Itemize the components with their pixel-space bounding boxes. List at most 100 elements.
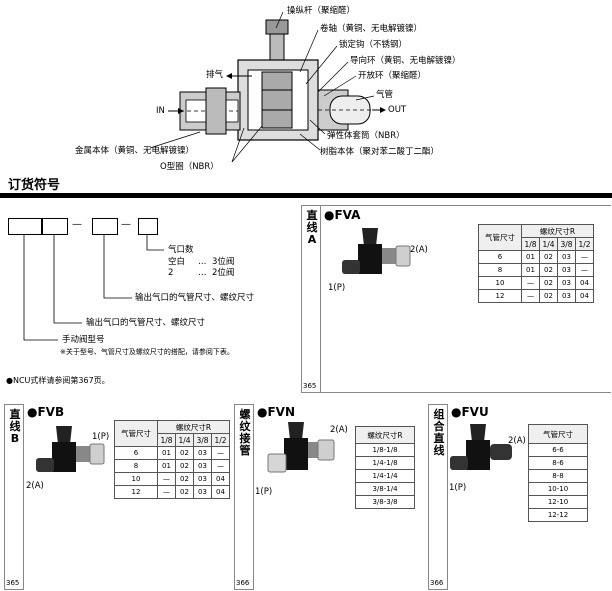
fvb-col-tube: 气管尺寸 — [114, 420, 158, 447]
cell: — — [521, 289, 540, 303]
fvb-title: ●FVB — [27, 405, 65, 419]
fva-col-tube: 气管尺寸 — [478, 224, 522, 251]
cell: 6 — [114, 446, 158, 460]
table-row: 12-10 — [528, 495, 588, 509]
cell: 02 — [175, 459, 194, 473]
label-metal-body: 金属本体（黄铜、无电解镀镍） — [75, 146, 195, 156]
cell: 10 — [114, 472, 158, 486]
cell: 8-6 — [528, 456, 588, 470]
cell: — — [157, 485, 176, 499]
code-box-output — [92, 218, 118, 235]
cell: 10 — [478, 276, 522, 290]
fvb-size: 1/8 — [157, 433, 176, 447]
fva-port2: 2(A) — [410, 245, 428, 255]
fva-size: 1/4 — [539, 237, 558, 251]
table-row: 8-8 — [528, 469, 588, 483]
cell: — — [157, 472, 176, 486]
cell: 01 — [521, 250, 540, 264]
port-blank-arrow: … — [198, 257, 207, 267]
fvb-port2: 2(A) — [26, 481, 44, 491]
cell: 02 — [175, 446, 194, 460]
cell: 03 — [557, 289, 576, 303]
label-guide-ring: 导向环（黄铜、无电解镀镍） — [350, 56, 461, 66]
fva-size: 1/8 — [521, 237, 540, 251]
label-exhaust: 排气 — [206, 70, 224, 80]
tab-fvn-text: 螺纹接管 — [239, 408, 251, 457]
tab-fvu-page: 366 — [430, 579, 444, 587]
tab-fvb-page: 365 — [6, 579, 20, 587]
cell: 03 — [193, 459, 212, 473]
fvn-col: 螺纹尺寸R — [355, 426, 415, 444]
fvu-title: ●FVU — [451, 405, 489, 419]
label-shaft: 卷轴（黄铜、无电解镀镍） — [320, 24, 423, 34]
fvu-port2: 2(A) — [508, 436, 526, 446]
fva-col-thread: 螺纹尺寸R — [521, 224, 594, 238]
fvn-valve-image — [267, 422, 335, 473]
fvb-size: 3/8 — [193, 433, 212, 447]
order-title: 订货符号 — [8, 178, 61, 193]
port-blank: 空白 — [168, 257, 186, 267]
input-label: 输出气口的气管尺寸、螺纹尺寸 — [86, 318, 206, 328]
cell: 10-10 — [528, 482, 588, 496]
code-dash-1: — — [72, 219, 82, 230]
order-title-rule — [0, 193, 612, 198]
fvn-port1: 1(P) — [255, 487, 273, 497]
cell: 8-8 — [528, 469, 588, 483]
fvb-size: 1/4 — [175, 433, 194, 447]
fvb-col-thread: 螺纹尺寸R — [157, 420, 230, 434]
model-note: ※关于型号、气管尺寸及螺纹尺寸的搭配，请参阅下表。 — [60, 348, 234, 356]
fva-title: ●FVA — [324, 208, 361, 222]
table-row: 1/8-1/8 — [355, 443, 415, 457]
cell: 03 — [193, 485, 212, 499]
label-elastic-sleeve: 弹性体套筒（NBR） — [327, 131, 405, 141]
label-resin-body: 树脂本体（聚对苯二酸丁二酯） — [320, 147, 440, 157]
label-lock-pin: 锁定钩（不锈钢） — [339, 40, 408, 50]
order-code: — — 气口数 空白 … 3位阀 2 … 2位阀 输出气口的气管尺寸、螺纹尺寸 … — [0, 200, 300, 400]
table-row: 12-12 — [528, 508, 588, 522]
cell: 1/8-1/8 — [355, 443, 415, 457]
label-o-ring: O型圈（NBR） — [160, 162, 219, 172]
ncu-note: ●NCU式样请参阅第367页。 — [6, 376, 110, 385]
cell: 03 — [557, 250, 576, 264]
cell: 04 — [575, 276, 594, 290]
tab-fva: 直线A 365 — [301, 205, 321, 393]
cell: — — [575, 250, 594, 264]
cell: 01 — [157, 446, 176, 460]
tab-fva-page: 365 — [303, 382, 317, 390]
cell: 12-12 — [528, 508, 588, 522]
table-row: 6-6 — [528, 443, 588, 457]
fvb-size: 1/2 — [211, 433, 230, 447]
cell: 03 — [557, 276, 576, 290]
cell: 01 — [157, 459, 176, 473]
output-label: 输出气口的气管尺寸、螺纹尺寸 — [135, 293, 255, 303]
cell: 8 — [478, 263, 522, 277]
cell: 02 — [539, 250, 558, 264]
cell: 12 — [114, 485, 158, 499]
cell: 03 — [557, 263, 576, 277]
code-box-port — [138, 218, 158, 235]
cell: 03 — [193, 472, 212, 486]
tab-fva-text: 直线A — [306, 209, 318, 246]
fvb-valve-image — [36, 426, 105, 472]
port-2-arrow: … — [198, 268, 207, 278]
fva-valve-image — [342, 228, 411, 274]
table-row: 3/8-3/8 — [355, 495, 415, 509]
table-row: 3/8-1/4 — [355, 482, 415, 496]
port-2: 2 — [168, 268, 174, 278]
cell: 04 — [211, 485, 230, 499]
cell: 02 — [175, 485, 194, 499]
cell: 04 — [211, 472, 230, 486]
fva-size: 3/8 — [557, 237, 576, 251]
table-row: 8-6 — [528, 456, 588, 470]
cell: 12-10 — [528, 495, 588, 509]
label-tube: 气管 — [376, 90, 394, 100]
fvn-title: ●FVN — [257, 405, 295, 419]
cell: 6 — [478, 250, 522, 264]
fvu-port1: 1(P) — [449, 483, 467, 493]
cell: 02 — [175, 472, 194, 486]
cell: 1/4-1/8 — [355, 456, 415, 470]
